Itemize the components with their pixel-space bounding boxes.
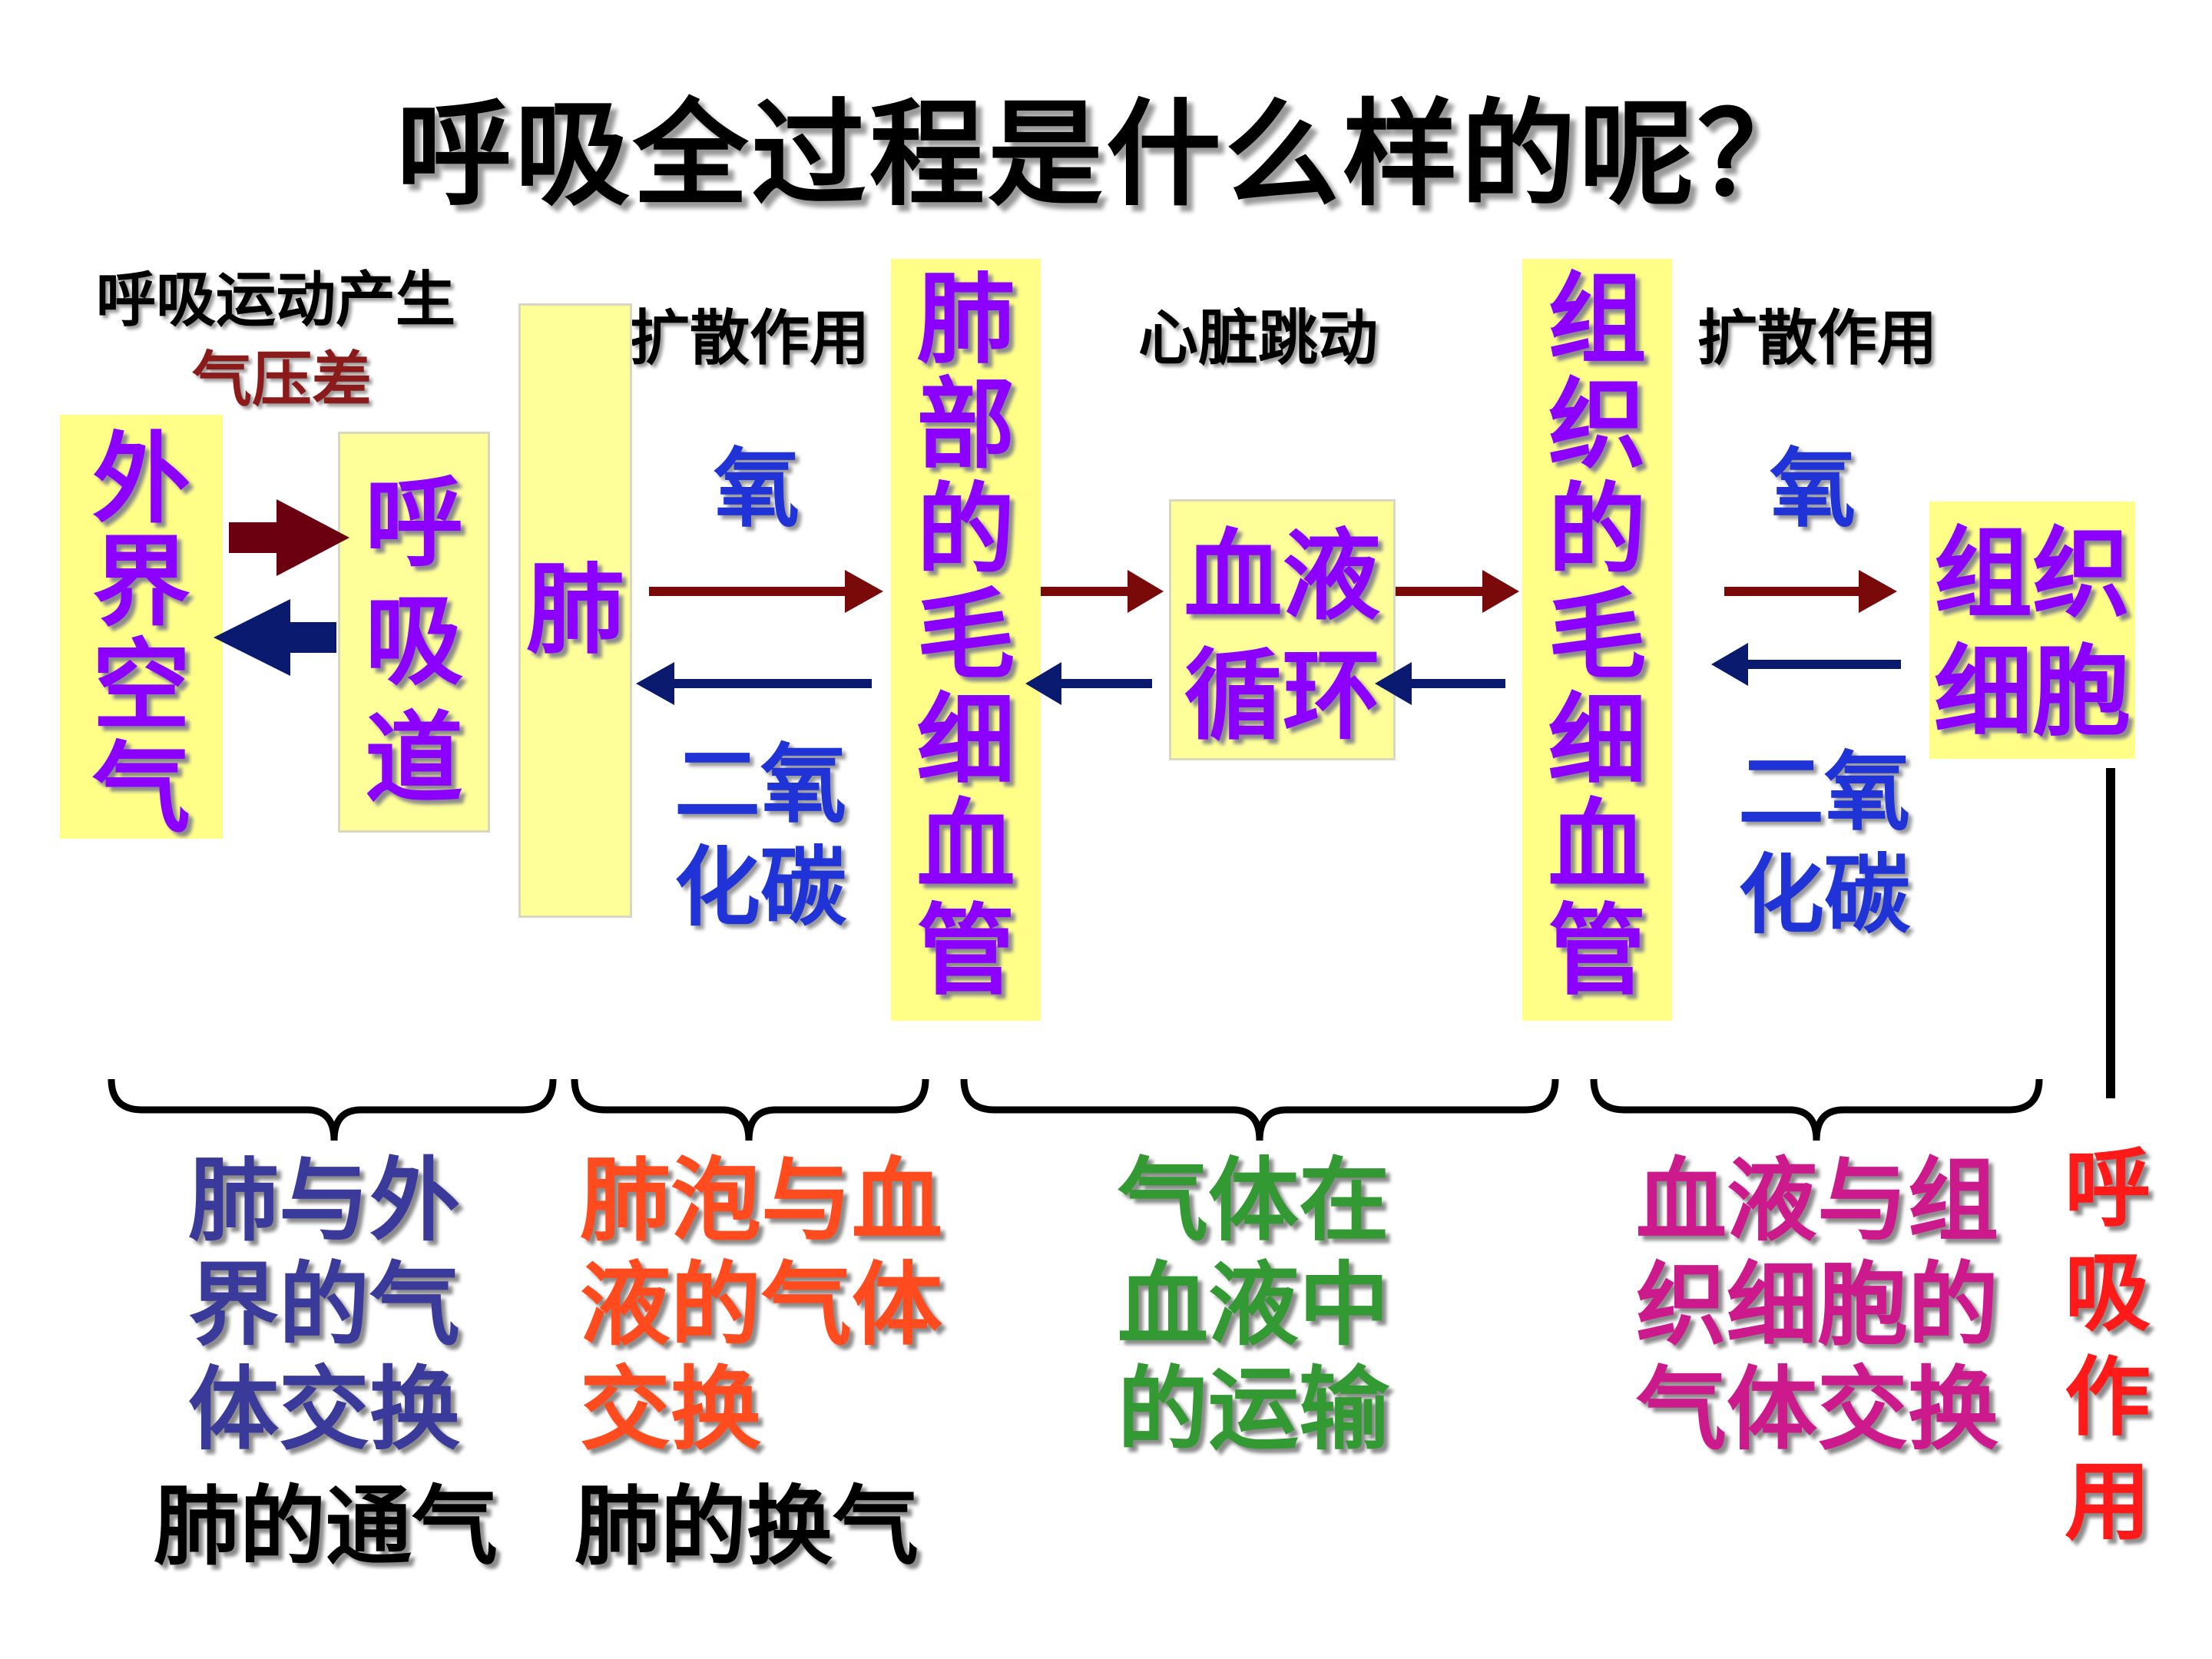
tissue-cells-line: 组织 xyxy=(1933,517,2131,631)
blood-circulation-line: 循环 xyxy=(1184,639,1381,754)
caption-line: 血液与组 xyxy=(1636,1147,1999,1253)
outside-air-char: 气 xyxy=(91,732,190,847)
caption-respiration: 呼 吸 作 用 xyxy=(2065,1137,2151,1555)
lung-capillaries-char: 部 xyxy=(916,367,1015,482)
co2-label-left: 二氧 化碳 xyxy=(661,733,860,940)
airway-char: 呼 xyxy=(364,466,463,581)
caption-line: 交换 xyxy=(580,1356,762,1462)
arrow-left-icon xyxy=(636,662,674,705)
tissue-cells-line: 细胞 xyxy=(1933,634,2131,750)
tissue-capillaries-char: 管 xyxy=(1548,893,1647,1008)
outside-air-char: 空 xyxy=(91,628,190,743)
label-pressure-difference: 气压差 xyxy=(192,346,373,415)
caption-char: 吸 xyxy=(2065,1243,2151,1343)
lung-capillaries-char: 管 xyxy=(916,893,1015,1008)
tissue-capillaries-char: 毛 xyxy=(1548,578,1647,693)
caption-line: 界的气 xyxy=(188,1252,461,1358)
tissue-capillaries-char: 的 xyxy=(1548,472,1647,588)
label-diffusion-left: 扩散作用 xyxy=(630,304,870,373)
tissue-capillaries-char: 织 xyxy=(1548,367,1647,482)
arrow-right-icon xyxy=(845,570,883,613)
lung-capillaries-char: 细 xyxy=(916,683,1015,798)
co2-label-right-line: 化碳 xyxy=(1738,846,1910,946)
block-arrow-right-icon xyxy=(229,499,349,576)
lung-capillaries-char: 血 xyxy=(916,788,1015,903)
caption-blood-transport: 气体在 血液中 的运输 xyxy=(1118,1148,1389,1462)
page-title: 呼吸全过程是什么样的呢？ xyxy=(396,88,1816,222)
caption-line: 气体交换 xyxy=(1636,1356,1999,1462)
lung-box: 肺 xyxy=(518,303,632,918)
blood-circulation-line: 血液 xyxy=(1184,519,1381,634)
co2-label-right-line: 二氧 xyxy=(1738,743,1910,843)
caption-lung-outside-exchange: 肺与外 界的气 体交换 xyxy=(188,1148,460,1462)
brace-icon xyxy=(571,1078,929,1141)
caption-char: 呼 xyxy=(2065,1139,2151,1239)
oxygen-label-right: 氧 xyxy=(1770,439,1856,539)
brace-icon xyxy=(1590,1078,2043,1141)
tissue-capillaries-box: 组 织 的 毛 细 血 管 xyxy=(1522,259,1672,1021)
tissue-cells-box: 组织 细胞 xyxy=(1929,502,2135,759)
co2-label-left-line: 二氧 xyxy=(674,735,846,835)
arrow-left-icon xyxy=(1711,643,1748,686)
label-heartbeat: 心脏跳动 xyxy=(1138,304,1379,373)
caption-lung-ventilation: 肺的通气 xyxy=(154,1477,498,1577)
arrow-left-icon xyxy=(1025,662,1061,705)
label-breathing-motion: 呼吸运动产生 xyxy=(96,266,456,335)
arrow-right-icon xyxy=(1482,570,1519,613)
tissue-capillaries-char: 组 xyxy=(1548,263,1647,377)
lung-label: 肺 xyxy=(525,553,624,667)
lung-capillaries-char: 的 xyxy=(916,472,1015,588)
lung-capillaries-char: 肺 xyxy=(916,263,1015,377)
label-diffusion-right: 扩散作用 xyxy=(1697,304,1938,373)
airway-box: 呼 吸 道 xyxy=(338,432,490,833)
co2-label-left-line: 化碳 xyxy=(674,838,846,939)
caption-alveoli-blood-exchange: 肺泡与血 液的气体 交换 xyxy=(580,1148,942,1462)
caption-line: 体交换 xyxy=(188,1356,461,1462)
lung-capillaries-box: 肺 部 的 毛 细 血 管 xyxy=(891,259,1041,1021)
brace-icon xyxy=(960,1078,1559,1141)
outside-air-char: 外 xyxy=(91,422,190,537)
co2-label-right: 二氧 化碳 xyxy=(1724,741,1924,948)
outside-air-box: 外 界 空 气 xyxy=(60,415,223,847)
caption-line: 织细胞的 xyxy=(1636,1252,1999,1358)
caption-line: 的运输 xyxy=(1118,1356,1390,1462)
caption-line: 血液中 xyxy=(1118,1252,1390,1358)
caption-line: 气体在 xyxy=(1118,1147,1390,1253)
arrow-left-icon xyxy=(1375,662,1412,705)
tissue-capillaries-char: 细 xyxy=(1548,683,1647,798)
brace-icon xyxy=(108,1078,557,1141)
blood-circulation-box: 血液 循环 xyxy=(1169,499,1396,760)
block-arrow-left-icon xyxy=(214,599,336,676)
airway-char: 吸 xyxy=(364,584,463,699)
caption-char: 用 xyxy=(2065,1452,2151,1552)
caption-blood-tissue-exchange: 血液与组 织细胞的 气体交换 xyxy=(1636,1148,1998,1462)
arrow-right-icon xyxy=(1128,570,1164,613)
outside-air-char: 界 xyxy=(91,525,190,641)
caption-char: 作 xyxy=(2065,1348,2151,1448)
caption-lung-gas-exchange: 肺的换气 xyxy=(575,1477,919,1577)
caption-line: 液的气体 xyxy=(580,1252,943,1358)
caption-line: 肺泡与血 xyxy=(580,1147,943,1253)
airway-char: 道 xyxy=(364,702,463,817)
oxygen-label-left: 氧 xyxy=(714,439,800,539)
lung-capillaries-char: 毛 xyxy=(916,578,1015,693)
caption-line: 肺与外 xyxy=(188,1147,461,1253)
arrow-right-icon xyxy=(1859,570,1897,613)
tissue-capillaries-char: 血 xyxy=(1548,788,1647,903)
